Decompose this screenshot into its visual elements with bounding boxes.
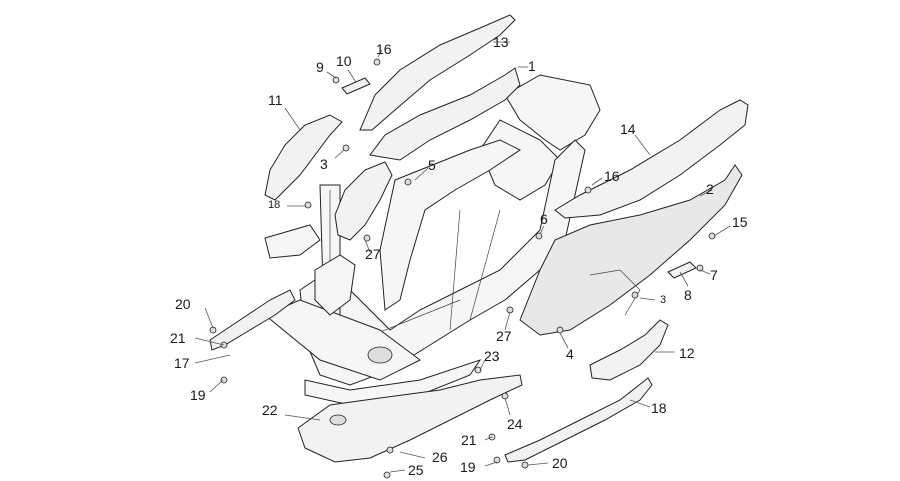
callout-6: 6 <box>540 211 548 227</box>
callout-18: 18 <box>268 199 281 211</box>
callout-8: 8 <box>684 287 692 303</box>
part-18-footrest-right <box>504 377 653 463</box>
callout-9: 9 <box>316 59 324 75</box>
callout-13: 13 <box>493 34 509 50</box>
part-8-badge <box>667 261 697 279</box>
callout-17: 17 <box>174 355 190 371</box>
part-13-upper-cover <box>359 14 516 131</box>
callout-20: 20 <box>175 296 191 312</box>
part-1-tunnel-cover <box>369 67 521 161</box>
part-11-front-panel <box>264 114 343 201</box>
part-22-floor-panel <box>297 374 523 463</box>
callout-25: 25 <box>408 462 424 478</box>
callout-16: 16 <box>376 41 392 57</box>
part-12-rear-cover <box>589 319 669 381</box>
callout-14: 14 <box>620 121 636 137</box>
callout-19: 19 <box>460 459 476 475</box>
callout-22: 22 <box>262 402 278 418</box>
callout-26: 26 <box>432 449 448 465</box>
callout-27: 27 <box>365 246 381 262</box>
part-5-inner-shield <box>334 161 393 241</box>
callout-3: 3 <box>660 294 667 306</box>
frame-chassis <box>264 74 601 406</box>
callout-16: 16 <box>604 168 620 184</box>
callout-24: 24 <box>507 416 523 432</box>
leader-lines <box>194 41 731 473</box>
fasteners <box>209 58 716 479</box>
callout-3: 3 <box>320 156 328 172</box>
callout-5: 5 <box>428 157 436 173</box>
part-14-side-panel-top <box>554 99 749 219</box>
callout-1: 1 <box>528 58 536 74</box>
callout-23: 23 <box>484 348 500 364</box>
callout-10: 10 <box>336 53 352 69</box>
callout-21: 21 <box>461 432 477 448</box>
callout-7: 7 <box>710 267 718 283</box>
callout-18: 18 <box>651 400 667 416</box>
callout-12: 12 <box>679 345 695 361</box>
part-2-side-panel <box>519 164 743 336</box>
callout-2: 2 <box>706 181 714 197</box>
callout-15: 15 <box>732 214 748 230</box>
part-17-footrest-left <box>209 289 296 351</box>
callout-4: 4 <box>566 346 574 362</box>
callout-20: 20 <box>552 455 568 471</box>
callout-11: 11 <box>268 92 283 108</box>
callout-27: 27 <box>496 328 512 344</box>
part-10-badge <box>341 77 371 95</box>
callout-21: 21 <box>170 330 186 346</box>
callout-19: 19 <box>190 387 206 403</box>
